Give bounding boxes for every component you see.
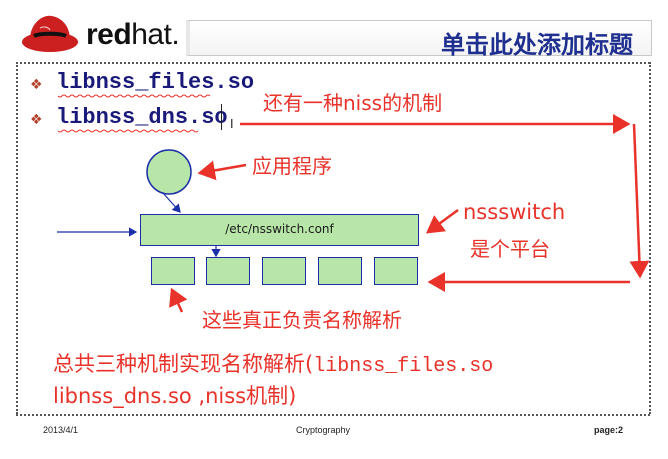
resolvers-label-arrow <box>169 287 188 313</box>
redhat-logo-text: redhat. <box>86 18 180 51</box>
frame-border-bottom <box>16 414 650 416</box>
app-to-conf-arrow <box>162 192 181 213</box>
summary-line-1: 总共三种机制实现名称解析(libnss_files.so <box>53 348 493 378</box>
spellcheck-underline-2 <box>57 129 199 133</box>
nsswitch-label: nssswitch <box>463 200 566 224</box>
frame-border-right <box>649 62 651 414</box>
bullet-text-libnss-files: libnss_files.so <box>56 70 255 95</box>
bullet-marker-1: ❖ <box>30 77 43 93</box>
footer-date: 2013/4/1 <box>43 425 79 435</box>
slide-title: 单击此处添加标题 <box>441 31 633 59</box>
module-box-3 <box>262 257 306 285</box>
application-label: 应用程序 <box>252 154 332 178</box>
platform-label: 是个平台 <box>470 237 550 261</box>
nsswitch-conf-label: /etc/nsswitch.conf <box>225 222 334 236</box>
summary-line-2: libnss_dns.so ,niss机制) <box>53 384 297 408</box>
module-box-5 <box>374 257 418 285</box>
app-label-arrow <box>197 160 247 181</box>
resolvers-label: 这些真正负责名称解析 <box>202 308 402 332</box>
bullet-text-libnss-dns: libnss_dns.so <box>56 105 228 130</box>
module-box-2 <box>206 257 250 285</box>
niss-mechanism-note: 还有一种niss的机制 <box>263 91 443 115</box>
title-placeholder-box[interactable]: 单击此处添加标题 <box>186 20 652 59</box>
niss-arrow-vertical <box>629 123 650 279</box>
nsswitch-label-arrow <box>425 208 459 234</box>
text-cursor <box>221 104 222 130</box>
i-beam-cursor-icon: I <box>230 117 234 131</box>
footer-page-number: page:2 <box>594 425 624 435</box>
footer-title: Cryptography <box>296 425 351 435</box>
spellcheck-underline-1 <box>57 94 211 98</box>
module-box-4 <box>318 257 362 285</box>
module-box-1 <box>151 257 195 285</box>
application-circle-icon <box>146 149 192 195</box>
bullet-marker-2: ❖ <box>30 112 43 128</box>
frame-border-top <box>16 62 650 64</box>
summary-line-1-mono: libnss_files.so <box>313 355 494 378</box>
nsswitch-conf-box: /etc/nsswitch.conf <box>140 214 419 246</box>
frame-border-left <box>16 62 18 414</box>
summary-line-1-cn: 总共三种机制实现名称解析( <box>53 352 314 376</box>
